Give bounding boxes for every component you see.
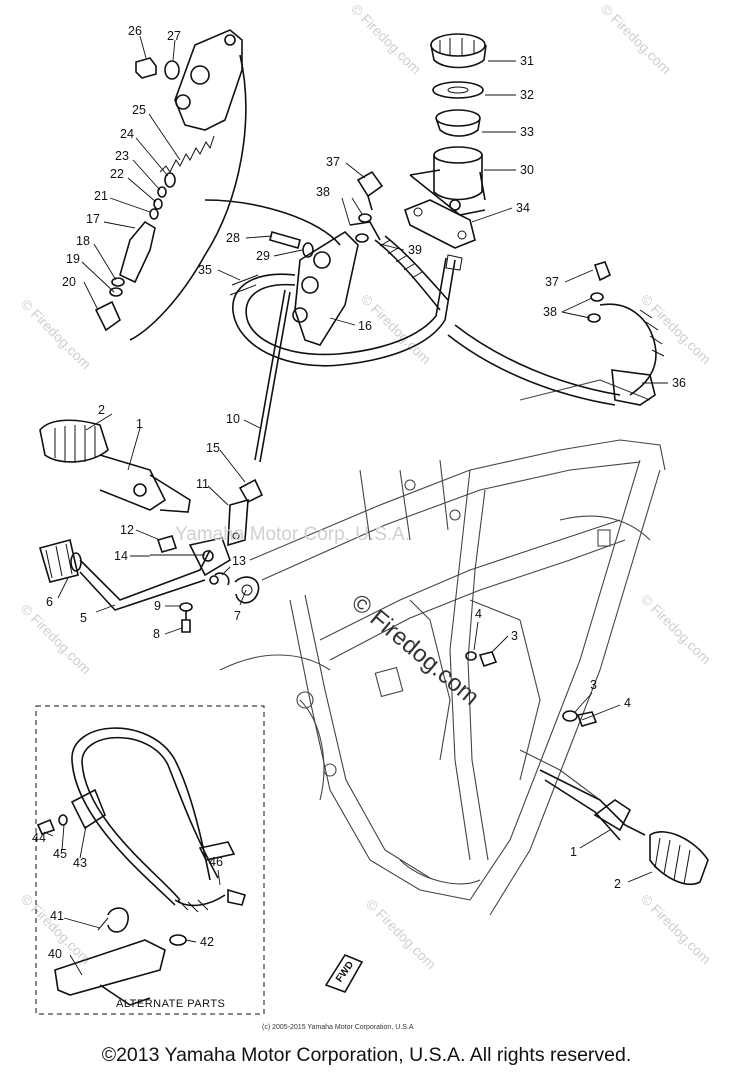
watermark-stamp: © Firedog.com xyxy=(638,891,714,967)
alternate-parts-label: ALTERNATE PARTS xyxy=(116,998,225,1010)
callout-46: 46 xyxy=(209,855,223,869)
left-footpeg xyxy=(39,419,191,513)
callout-2: 2 xyxy=(98,403,105,417)
callout-28: 28 xyxy=(226,231,240,245)
callout-42: 42 xyxy=(200,935,214,949)
watermark-stamp: © Firedog.com xyxy=(348,1,424,77)
callout-8: 8 xyxy=(153,627,160,641)
callout-38b: 38 xyxy=(543,305,557,319)
callout-3b: 3 xyxy=(590,678,597,692)
callout-40: 40 xyxy=(48,947,62,961)
callout-29: 29 xyxy=(256,249,270,263)
callout-3: 3 xyxy=(511,629,518,643)
callout-17: 17 xyxy=(86,212,100,226)
callout-30: 30 xyxy=(520,163,534,177)
callout-4b: 4 xyxy=(624,696,631,710)
callout-6: 6 xyxy=(46,595,53,609)
watermark-overlay: Yamaha Motor Corp. U.S.A. xyxy=(175,524,410,545)
footer-copyright: ©2013 Yamaha Motor Corporation, U.S.A. A… xyxy=(101,1044,632,1066)
callout-21: 21 xyxy=(94,189,108,203)
callout-13: 13 xyxy=(232,554,246,568)
callout-4: 4 xyxy=(475,607,482,621)
callout-41: 41 xyxy=(50,909,64,923)
callout-1b: 1 xyxy=(570,845,577,859)
callout-14: 14 xyxy=(114,549,128,563)
callout-18: 18 xyxy=(76,234,90,248)
callout-26: 26 xyxy=(128,24,142,38)
callout-9: 9 xyxy=(154,599,161,613)
watermark-stamp: © Firedog.com xyxy=(18,296,94,372)
callout-37: 37 xyxy=(326,155,340,169)
callout-16: 16 xyxy=(358,319,372,333)
callout-2b: 2 xyxy=(614,877,621,891)
watermark-stamp: © Firedog.com xyxy=(638,591,714,667)
callout-33: 33 xyxy=(520,125,534,139)
callout-11: 11 xyxy=(196,477,209,491)
alternate-parts-box xyxy=(35,705,265,1015)
diagram-small-copyright: (c) 2005-2015 Yamaha Motor Corporation, … xyxy=(262,1024,414,1031)
callout-15: 15 xyxy=(206,441,220,455)
callout-37b: 37 xyxy=(545,275,559,289)
callout-31: 31 xyxy=(520,54,534,68)
callout-7: 7 xyxy=(234,609,241,623)
frame-outline xyxy=(219,379,666,916)
fwd-indicator: FWD xyxy=(324,954,364,993)
callout-10: 10 xyxy=(226,412,240,426)
watermark-stamp: © Firedog.com xyxy=(598,1,674,77)
reservoir-assembly xyxy=(404,33,487,249)
watermark-stamps: © Firedog.com © Firedog.com © Firedog.co… xyxy=(18,1,714,972)
callout-25: 25 xyxy=(132,103,146,117)
callout-5: 5 xyxy=(80,611,87,625)
callout-39: 39 xyxy=(408,243,422,257)
leader-lines xyxy=(43,35,668,976)
callout-23: 23 xyxy=(115,149,129,163)
callout-38: 38 xyxy=(316,185,330,199)
brake-pedal-assembly xyxy=(39,535,260,633)
callout-22: 22 xyxy=(110,167,124,181)
master-cylinder-inset xyxy=(94,29,341,341)
callout-36: 36 xyxy=(672,376,686,390)
fwd-label: FWD xyxy=(334,960,356,985)
callout-32: 32 xyxy=(520,88,534,102)
master-cylinder-and-hoses xyxy=(227,170,665,547)
callout-34: 34 xyxy=(516,201,530,215)
callout-12: 12 xyxy=(120,523,134,537)
callout-27: 27 xyxy=(167,29,181,43)
watermark-stamp: © Firedog.com xyxy=(363,896,439,972)
callout-24: 24 xyxy=(120,127,134,141)
right-footpeg xyxy=(465,651,709,885)
callout-35: 35 xyxy=(198,263,212,277)
callout-43: 43 xyxy=(73,856,87,870)
callout-labels: 26 27 25 24 23 22 21 17 18 19 20 31 32 3… xyxy=(32,24,686,961)
callout-20: 20 xyxy=(62,275,76,289)
firedog-stamp: © Firedog.com xyxy=(346,589,484,711)
callout-44: 44 xyxy=(32,831,46,845)
callout-19: 19 xyxy=(66,252,80,266)
callout-1: 1 xyxy=(136,417,143,431)
callout-45: 45 xyxy=(53,847,67,861)
